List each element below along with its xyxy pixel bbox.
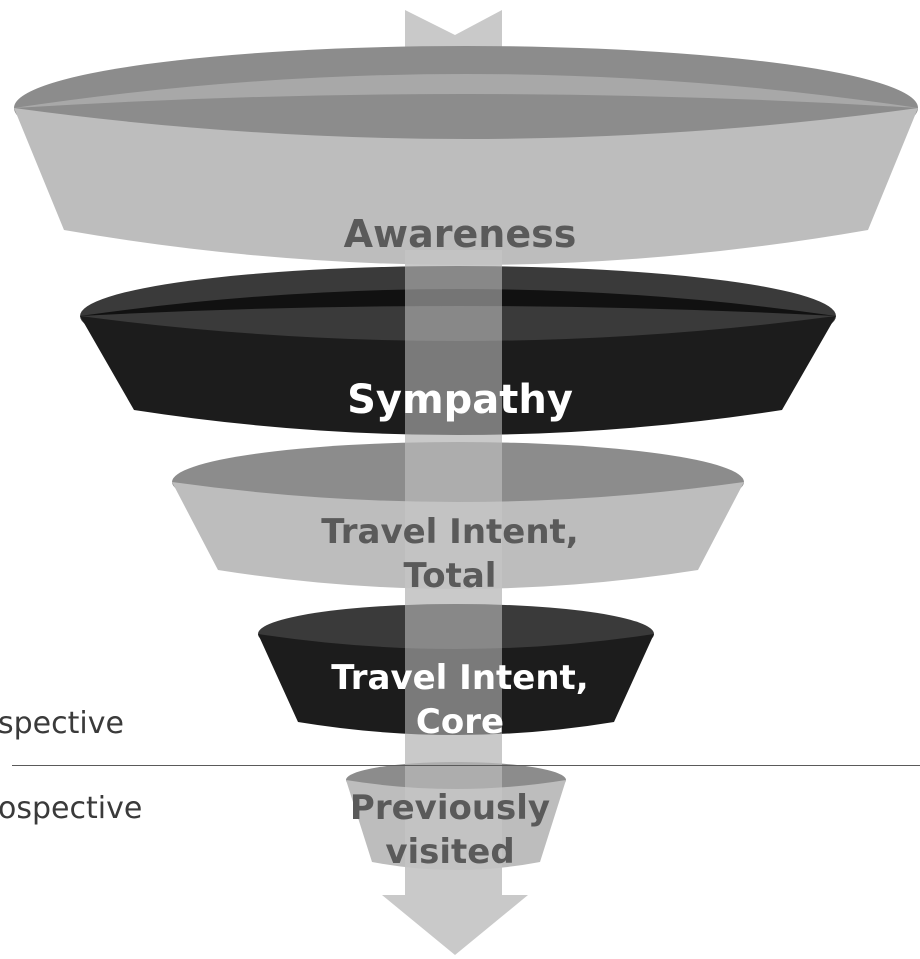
side-label-upper: spective: [0, 706, 124, 741]
stage-label-previously-visited: Previously visited: [349, 788, 551, 872]
stage-label-travel-intent-total: Travel Intent, Total: [321, 512, 579, 596]
stage-label-sympathy: Sympathy: [347, 377, 573, 423]
stage-label-travel-intent-core: Travel Intent, Core: [331, 658, 589, 742]
side-label-lower: ospective: [0, 791, 143, 826]
divider-line: [12, 765, 920, 766]
funnel-arrow-shaft: [405, 250, 502, 895]
funnel-ring-awareness: [14, 46, 918, 265]
stage-label-awareness: Awareness: [343, 212, 577, 256]
